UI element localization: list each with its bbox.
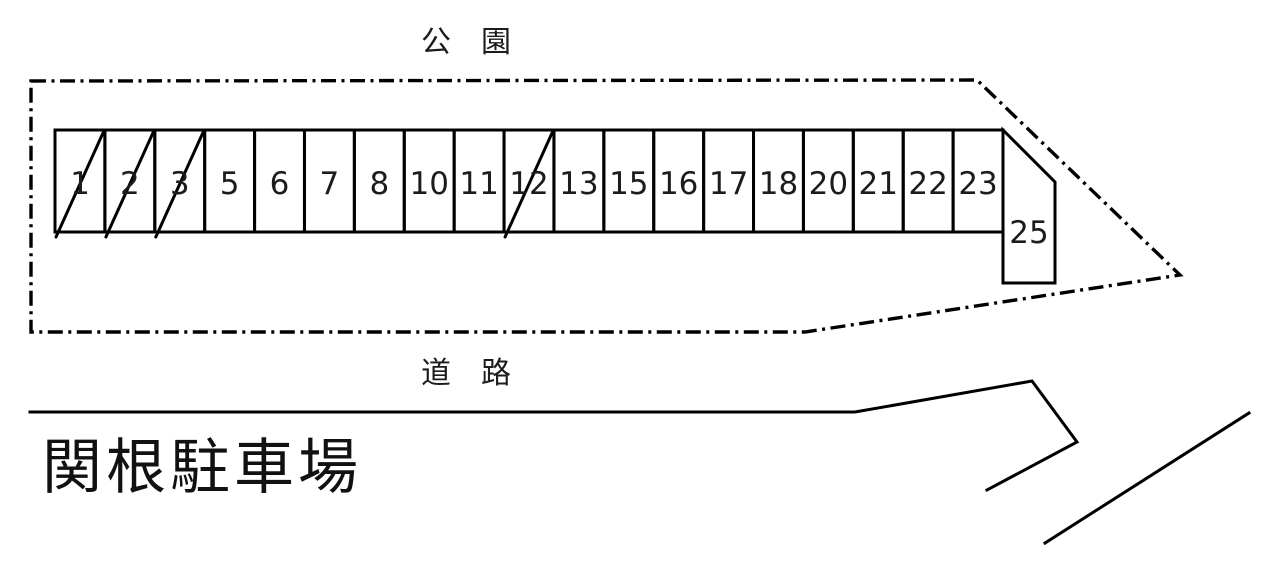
parking-space-number: 6 xyxy=(270,166,290,202)
parking-space-22: 22 xyxy=(901,128,955,234)
parking-space-13: 13 xyxy=(552,128,606,234)
parking-space-11: 11 xyxy=(452,128,506,234)
parking-space-number: 1 xyxy=(70,166,90,202)
parking-space-2: 2 xyxy=(103,128,157,239)
parking-space-number: 18 xyxy=(759,166,798,202)
occupied-slash-mark xyxy=(154,129,206,239)
parking-space-number: 22 xyxy=(908,166,947,202)
parking-space-number: 12 xyxy=(509,166,548,202)
parking-space-number: 23 xyxy=(958,166,997,202)
parking-space-number: 16 xyxy=(659,166,698,202)
parking-space-16: 16 xyxy=(652,128,706,234)
occupied-slash-mark xyxy=(503,129,555,239)
parking-space-18: 18 xyxy=(752,128,805,234)
parking-space-number: 8 xyxy=(369,166,389,202)
parking-space-number: 15 xyxy=(609,166,648,202)
occupied-slash-mark xyxy=(54,129,106,239)
parking-space-5: 5 xyxy=(203,128,257,234)
parking-space-15: 15 xyxy=(602,128,656,234)
parking-space-20: 20 xyxy=(801,128,855,234)
road-diagonal-line xyxy=(1042,410,1252,546)
site-boundary-dashdot-line xyxy=(29,78,1184,334)
parking-space-number: 3 xyxy=(170,166,190,202)
parking-space-21: 21 xyxy=(851,128,905,234)
parking-space-7: 7 xyxy=(302,128,356,234)
parking-space-23: 23 xyxy=(951,128,1005,234)
parking-space-17: 17 xyxy=(702,128,756,234)
parking-space-number: 2 xyxy=(120,166,140,202)
park-label: 公 園 xyxy=(421,25,511,60)
parking-space-number: 5 xyxy=(220,166,240,202)
parking-space-10: 10 xyxy=(402,128,456,234)
parking-space-number: 13 xyxy=(559,166,598,202)
road-label: 道 路 xyxy=(421,356,511,391)
parking-space-number: 7 xyxy=(320,166,340,202)
parking-space-6: 6 xyxy=(253,128,306,234)
parking-space-1: 1 xyxy=(53,128,107,239)
parking-space-12: 12 xyxy=(502,128,556,239)
parking-space-number: 10 xyxy=(409,166,448,202)
parking-space-number: 20 xyxy=(809,166,848,202)
parking-space-number: 25 xyxy=(1009,215,1048,251)
parking-space-number: 11 xyxy=(459,166,498,202)
parking-space-3: 3 xyxy=(153,128,207,239)
page-title: 関根駐車場 xyxy=(42,433,362,503)
parking-space-8: 8 xyxy=(352,128,406,234)
occupied-slash-mark xyxy=(104,129,156,239)
road-edge-line xyxy=(28,379,1080,493)
parking-space-number: 17 xyxy=(709,166,748,202)
parking-space-number: 21 xyxy=(859,166,898,202)
parking-space-corner: 25 xyxy=(1001,126,1057,285)
parking-space-outline xyxy=(1001,126,1057,285)
